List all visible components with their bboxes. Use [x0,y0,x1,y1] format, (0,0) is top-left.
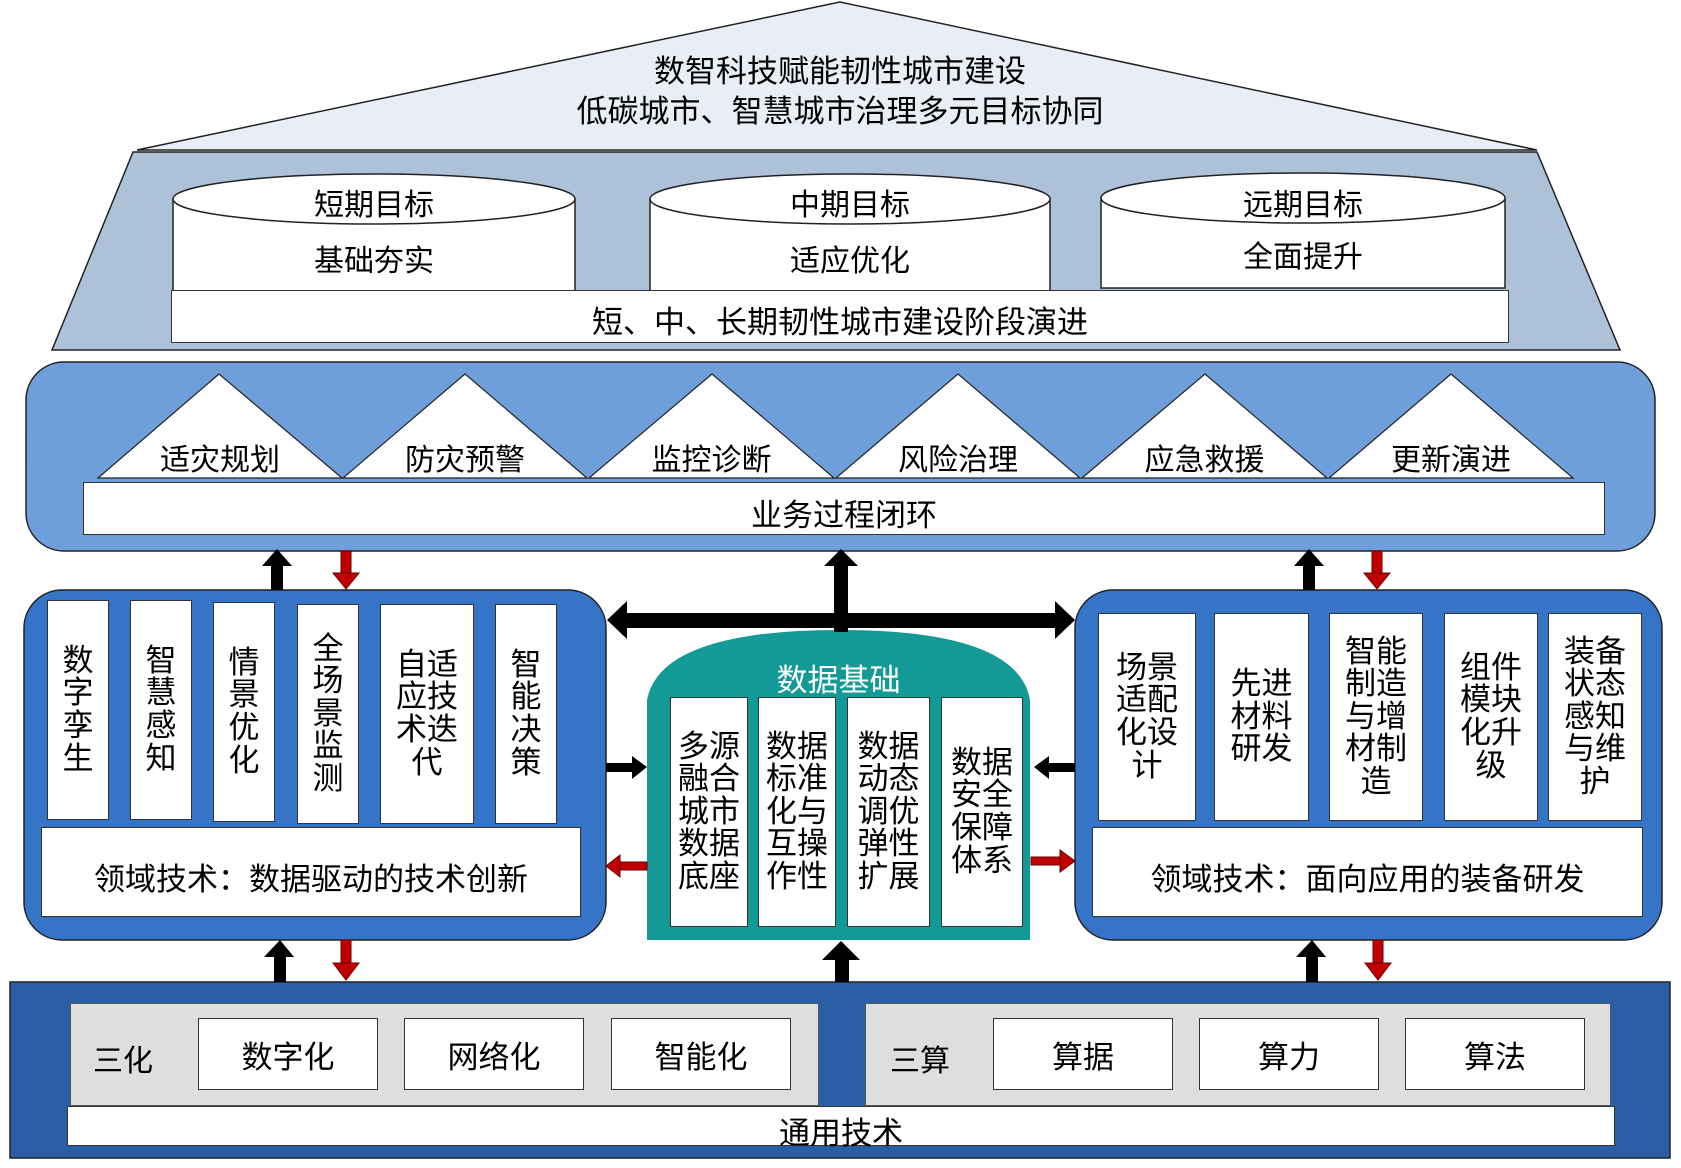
process-label: 风险治理 [898,443,1018,478]
process-label: 监控诊断 [651,443,772,478]
right-domain-item: 组件模块化升级 [1444,613,1538,821]
arrow-data-to-right [1030,849,1076,873]
left-domain-item: 全场景监测 [297,604,359,824]
data-foundation-item: 多源融合城市数据底座 [670,697,748,927]
right-domain-label: 领域技术：面向应用的装备研发 [1150,862,1585,898]
left-domain-item: 情景优化 [213,602,275,822]
process-triangle [587,373,836,479]
roof-triangle [136,1,1538,151]
three-computations-label: 三算 [890,1044,950,1079]
process-triangle [341,373,589,479]
cylinder-short-term [172,173,576,292]
arrow-data-to-left [605,853,648,879]
arrow-down-business-to-left [331,550,361,590]
arrow-up-right-to-business [1294,549,1324,590]
three-modernizations-label: 三化 [93,1044,153,1079]
modernization-item: 智能化 [611,1018,791,1090]
data-foundation-title: 数据基础 [776,663,901,699]
modernization-item: 数字化 [198,1018,378,1090]
right-domain-item: 智能制造与增材制造 [1329,613,1423,821]
business-loop-label: 业务过程闭环 [751,498,937,534]
general-technology-label: 通用技术 [779,1116,903,1152]
three-modernizations-panel: 三化 数字化 网络化 智能化 [70,1003,819,1106]
stage-evolution-bar: 短、中、长期韧性城市建设阶段演进 [171,290,1509,343]
data-foundation-item: 数据动态调优弹性扩展 [847,697,930,927]
process-label: 应急救援 [1144,443,1265,478]
data-foundation-item: 数据标准化与互操作性 [758,697,836,927]
computation-item: 算据 [993,1018,1173,1090]
process-triangle [1327,373,1575,479]
left-domain-item: 数字孪生 [47,600,109,820]
arrow-right-to-data [1034,756,1075,779]
business-loop-bar: 业务过程闭环 [83,482,1605,535]
data-foundation-item: 数据安全保障体系 [941,697,1023,927]
arrow-up-left-to-business [262,549,292,590]
left-domain-item: 自适应技术迭代 [380,604,474,824]
arrow-down-business-to-right [1362,550,1392,590]
right-domain-item: 先进材料研发 [1214,613,1309,821]
process-label: 防灾预警 [405,443,525,478]
stage-subtitle-long: 全面提升 [1243,240,1363,275]
stage-subtitle-short: 基础夯实 [314,244,434,279]
process-triangle [96,373,344,479]
cylinder-mid-term [649,173,1051,292]
stage-title-mid: 中期目标 [790,188,910,223]
modernization-item: 网络化 [404,1018,584,1090]
left-domain-label: 领域技术：数据驱动的技术创新 [94,862,528,898]
arrow-up-general-to-center [822,941,860,982]
left-domain-label-box: 领域技术：数据驱动的技术创新 [41,827,581,917]
arrow-down-right-to-general [1363,939,1393,981]
stage-evolution-label: 短、中、长期韧性城市建设阶段演进 [592,305,1088,341]
computation-item: 算法 [1405,1018,1585,1090]
down-arrows [331,550,1393,981]
arrow-down-left-to-general [331,939,361,981]
cylinder-long-term [1100,172,1506,289]
goal-title-line2: 低碳城市、智慧城市治理多元目标协同 [576,94,1104,130]
process-triangle [834,373,1082,479]
computation-item: 算力 [1199,1018,1379,1090]
three-computations-panel: 三算 算据 算力 算法 [865,1003,1611,1106]
arrow-left-to-data [606,756,647,779]
process-triangle [1080,373,1329,479]
left-domain-item: 智慧感知 [130,600,192,820]
stage-title-long: 远期目标 [1243,188,1363,223]
left-domain-item: 智能决策 [495,604,557,824]
right-domain-item: 装备状态感知与维护 [1548,613,1642,821]
process-label: 适灾规划 [160,443,280,478]
right-domain-item: 场景适配化设计 [1098,613,1196,821]
process-triangles [96,373,1575,479]
goal-title-line1: 数智科技赋能韧性城市建设 [654,54,1026,90]
process-label: 更新演进 [1391,443,1511,478]
stage-title-short: 短期目标 [314,188,434,223]
general-technology-bar: 通用技术 [67,1106,1615,1152]
arrow-up-general-to-right [1296,940,1326,982]
arrow-up-general-to-left [264,940,294,982]
double-arrow-left-right [607,601,1075,639]
stage-subtitle-mid: 适应优化 [790,244,910,279]
right-domain-label-box: 领域技术：面向应用的装备研发 [1092,827,1643,917]
